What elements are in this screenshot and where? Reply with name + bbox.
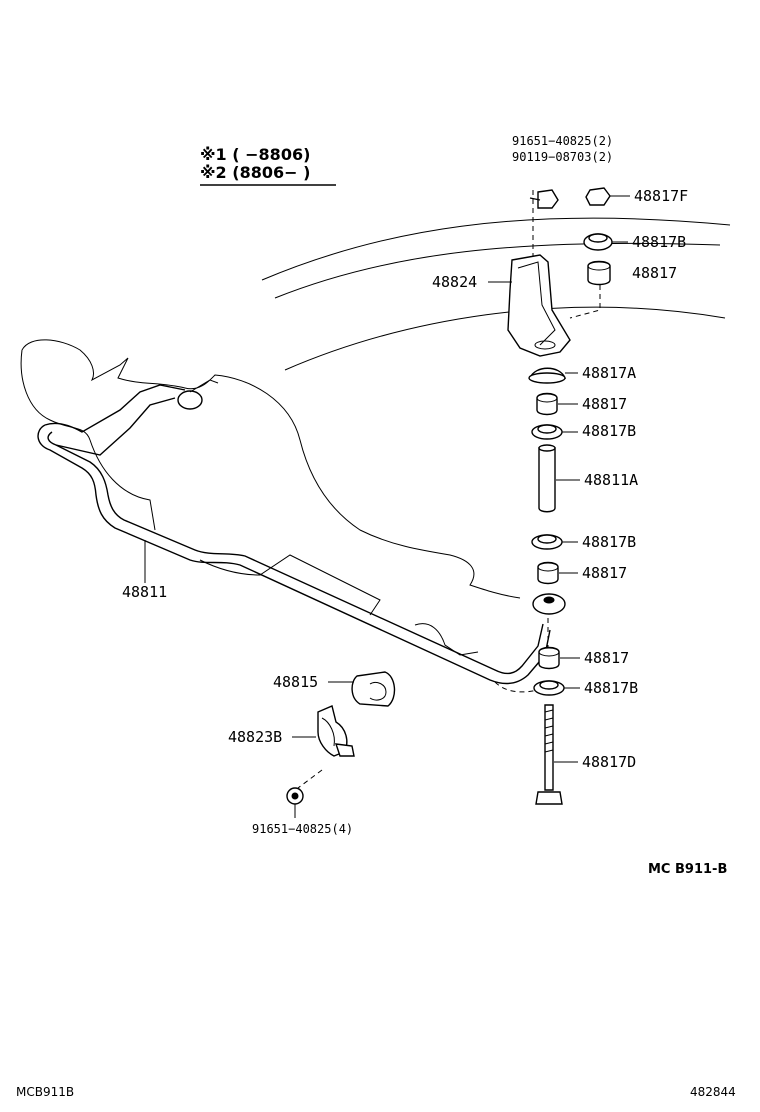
part-48817-mid2: 48817 <box>537 561 627 585</box>
label-48817F: 48817F <box>634 187 688 205</box>
top-bolt-label-2: 90119−08703(2) <box>512 150 613 164</box>
legend-row-1: ※1 ( −8806) <box>200 145 310 164</box>
label-48817B-top: 48817B <box>632 233 686 251</box>
part-48817B-mid1: 48817B <box>531 422 636 440</box>
part-48815-bushing: 48815 <box>273 671 396 707</box>
part-48817-top: 48817 <box>587 260 677 286</box>
label-48811: 48811 <box>122 583 167 601</box>
top-bolt <box>529 189 559 209</box>
label-48811A: 48811A <box>584 471 638 489</box>
label-48817D: 48817D <box>582 753 636 771</box>
label-48817A: 48817A <box>582 364 636 382</box>
vehicle-body-outline <box>261 217 731 371</box>
part-48817-mid1: 48817 <box>536 392 627 416</box>
part-48817F: 48817F <box>585 187 688 206</box>
diagram-reference: MC B911-B <box>648 862 727 877</box>
axis-dash-upper-bushing <box>569 285 601 319</box>
label-48817B-mid1: 48817B <box>582 422 636 440</box>
part-48823B-clamp: 48823B <box>228 705 355 757</box>
bottom-clamp-bolt: 91651−40825(4) <box>252 787 353 836</box>
top-bolt-label-1: 91651−40825(2) <box>512 134 613 148</box>
footer-left-code: MCB911B <box>16 1085 74 1099</box>
part-48817B-mid2: 48817B <box>531 533 636 551</box>
axis-dash-washer <box>494 681 539 693</box>
footer-right-code: 482844 <box>690 1085 736 1099</box>
label-48817-low: 48817 <box>584 649 629 667</box>
label-bottom-bolt: 91651−40825(4) <box>252 822 353 836</box>
legend-row-2: ※2 (8806− ) <box>200 163 310 182</box>
stabilizer-bar <box>37 379 551 685</box>
axis-dash-clamp-bolt <box>297 769 323 789</box>
bar-end-eye <box>532 593 566 615</box>
label-48817-mid1: 48817 <box>582 395 627 413</box>
legend: ※1 ( −8806) ※2 (8806− ) <box>200 145 336 186</box>
part-48817B-top: 48817B <box>583 233 686 251</box>
label-48824: 48824 <box>432 273 477 291</box>
label-48817-top: 48817 <box>632 264 677 282</box>
part-48811A: 48811A <box>538 444 638 513</box>
part-48817A: 48817A <box>528 364 636 384</box>
part-48817B-low: 48817B <box>533 679 638 697</box>
part-48817-low: 48817 <box>538 646 629 670</box>
part-48824-bracket: 48824 <box>432 254 571 357</box>
part-48817D-bolt: 48817D <box>535 704 636 805</box>
label-48817-mid2: 48817 <box>582 564 627 582</box>
engine-underbody-outline <box>20 339 521 656</box>
label-48823B: 48823B <box>228 728 282 746</box>
label-48815: 48815 <box>273 673 318 691</box>
label-48817B-mid2: 48817B <box>582 533 636 551</box>
label-48817B-low: 48817B <box>584 679 638 697</box>
